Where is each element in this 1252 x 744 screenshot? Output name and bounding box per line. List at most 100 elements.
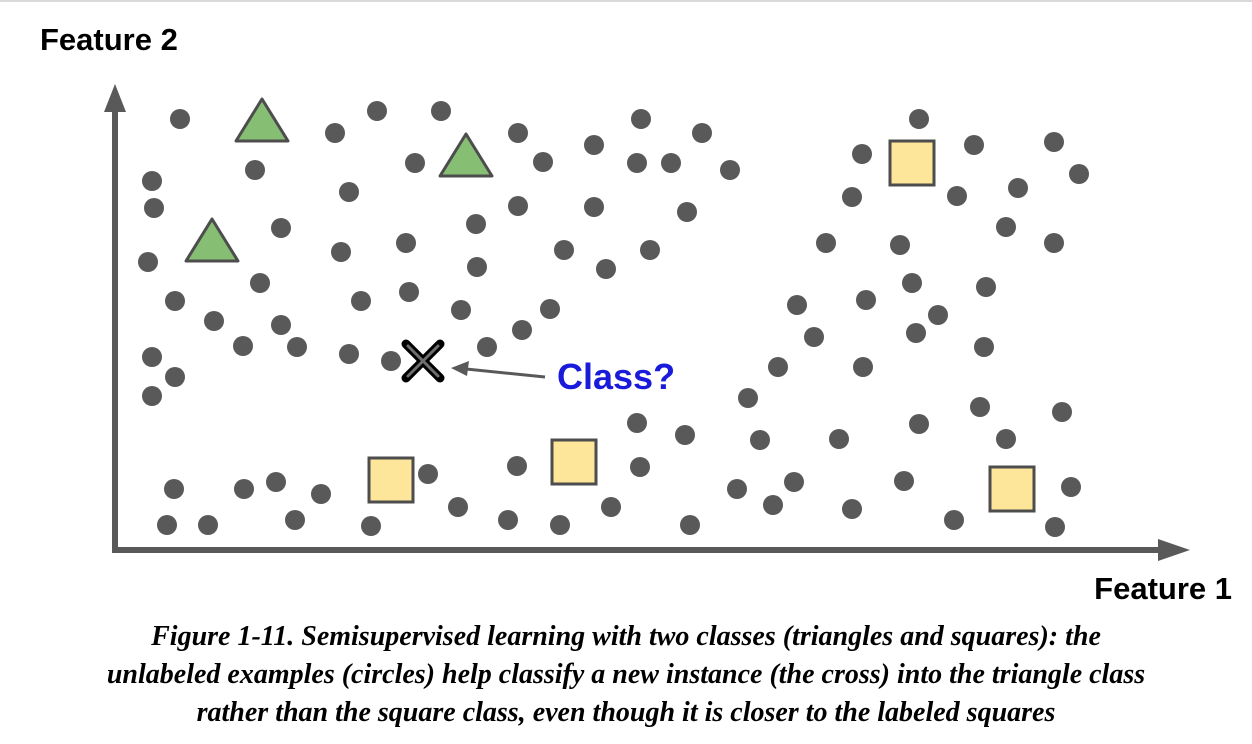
- unlabeled-point: [508, 123, 528, 143]
- unlabeled-point: [418, 464, 438, 484]
- unlabeled-point: [902, 273, 922, 293]
- unlabeled-point: [142, 386, 162, 406]
- caption-line-2: unlabeled examples (circles) help classi…: [106, 659, 1146, 690]
- unlabeled-point: [677, 202, 697, 222]
- unlabeled-point: [784, 472, 804, 492]
- query-arrowhead: [451, 361, 469, 376]
- unlabeled-point: [720, 160, 740, 180]
- triangle-point: [234, 97, 290, 143]
- unlabeled-point: [245, 160, 265, 180]
- unlabeled-point: [894, 471, 914, 491]
- unlabeled-point: [142, 171, 162, 191]
- unlabeled-point: [661, 153, 681, 173]
- unlabeled-point: [601, 497, 621, 517]
- unlabeled-point: [367, 101, 387, 121]
- unlabeled-point: [507, 456, 527, 476]
- square-point: [988, 465, 1036, 513]
- unlabeled-point: [266, 472, 286, 492]
- unlabeled-point: [829, 429, 849, 449]
- query-label: Class?: [557, 356, 675, 397]
- unlabeled-point: [631, 109, 651, 129]
- cross-icon: [401, 339, 445, 383]
- unlabeled-point: [165, 291, 185, 311]
- unlabeled-point: [540, 299, 560, 319]
- unlabeled-point: [198, 515, 218, 535]
- unlabeled-point: [964, 135, 984, 155]
- unlabeled-point: [906, 323, 926, 343]
- unlabeled-point: [399, 282, 419, 302]
- figure-caption: Figure 1-11. Semisupervised learning wit…: [20, 618, 1232, 732]
- unlabeled-point: [448, 497, 468, 517]
- unlabeled-point: [996, 429, 1016, 449]
- unlabeled-point: [498, 510, 518, 530]
- square-class-points: [367, 139, 1036, 513]
- unlabeled-point: [554, 240, 574, 260]
- caption-line-1: Figure 1-11. Semisupervised learning wit…: [151, 621, 1101, 652]
- unlabeled-point: [852, 144, 872, 164]
- unlabeled-point: [890, 235, 910, 255]
- y-axis-title: Feature 2: [40, 22, 178, 57]
- unlabeled-point: [550, 515, 570, 535]
- unlabeled-point: [947, 186, 967, 206]
- unlabeled-point: [466, 214, 486, 234]
- unlabeled-point: [970, 397, 990, 417]
- unlabeled-point: [1052, 402, 1072, 422]
- unlabeled-point: [1069, 164, 1089, 184]
- caption-line-3: rather than the square class, even thoug…: [196, 697, 1056, 728]
- unlabeled-point: [467, 257, 487, 277]
- unlabeled-point: [165, 367, 185, 387]
- semisupervised-plot: Class?: [104, 84, 1190, 561]
- unlabeled-point: [331, 242, 351, 262]
- unlabeled-point: [909, 109, 929, 129]
- unlabeled-point: [233, 336, 253, 356]
- unlabeled-point: [584, 197, 604, 217]
- x-axis-arrowhead: [1158, 539, 1190, 561]
- unlabeled-point: [512, 320, 532, 340]
- unlabeled-point: [142, 347, 162, 367]
- unlabeled-point: [787, 295, 807, 315]
- unlabeled-point: [234, 479, 254, 499]
- unlabeled-point: [768, 357, 788, 377]
- unlabeled-point: [381, 351, 401, 371]
- unlabeled-point: [351, 291, 371, 311]
- unlabeled-point: [763, 495, 783, 515]
- unlabeled-point: [804, 327, 824, 347]
- triangle-point: [438, 132, 494, 178]
- unlabeled-point: [816, 233, 836, 253]
- unlabeled-point: [853, 357, 873, 377]
- unlabeled-point: [250, 273, 270, 293]
- triangle-point: [184, 217, 240, 263]
- query-annotation: Class?: [401, 339, 675, 397]
- unlabeled-point: [727, 479, 747, 499]
- unlabeled-point: [271, 315, 291, 335]
- unlabeled-point: [974, 337, 994, 357]
- unlabeled-point: [325, 123, 345, 143]
- unlabeled-point: [271, 218, 291, 238]
- unlabeled-point: [627, 153, 647, 173]
- unlabeled-point: [842, 499, 862, 519]
- unlabeled-point: [451, 300, 471, 320]
- unlabeled-point: [640, 240, 660, 260]
- unlabeled-point: [508, 196, 528, 216]
- top-border: [0, 0, 1252, 2]
- unlabeled-point: [1044, 132, 1064, 152]
- square-point: [888, 139, 936, 187]
- unlabeled-point: [144, 198, 164, 218]
- unlabeled-point: [287, 337, 307, 357]
- axes: [104, 84, 1190, 561]
- unlabeled-point: [627, 413, 647, 433]
- unlabeled-point: [204, 311, 224, 331]
- unlabeled-point: [1044, 233, 1064, 253]
- unlabeled-point: [164, 479, 184, 499]
- unlabeled-point: [596, 259, 616, 279]
- y-axis-arrowhead: [104, 84, 126, 112]
- unlabeled-point: [170, 109, 190, 129]
- unlabeled-point: [138, 252, 158, 272]
- unlabeled-point: [405, 153, 425, 173]
- unlabeled-point: [477, 337, 497, 357]
- unlabeled-point: [584, 135, 604, 155]
- unlabeled-point: [339, 182, 359, 202]
- unlabeled-point: [339, 344, 359, 364]
- unlabeled-point: [285, 510, 305, 530]
- x-axis-title: Feature 1: [1094, 571, 1232, 606]
